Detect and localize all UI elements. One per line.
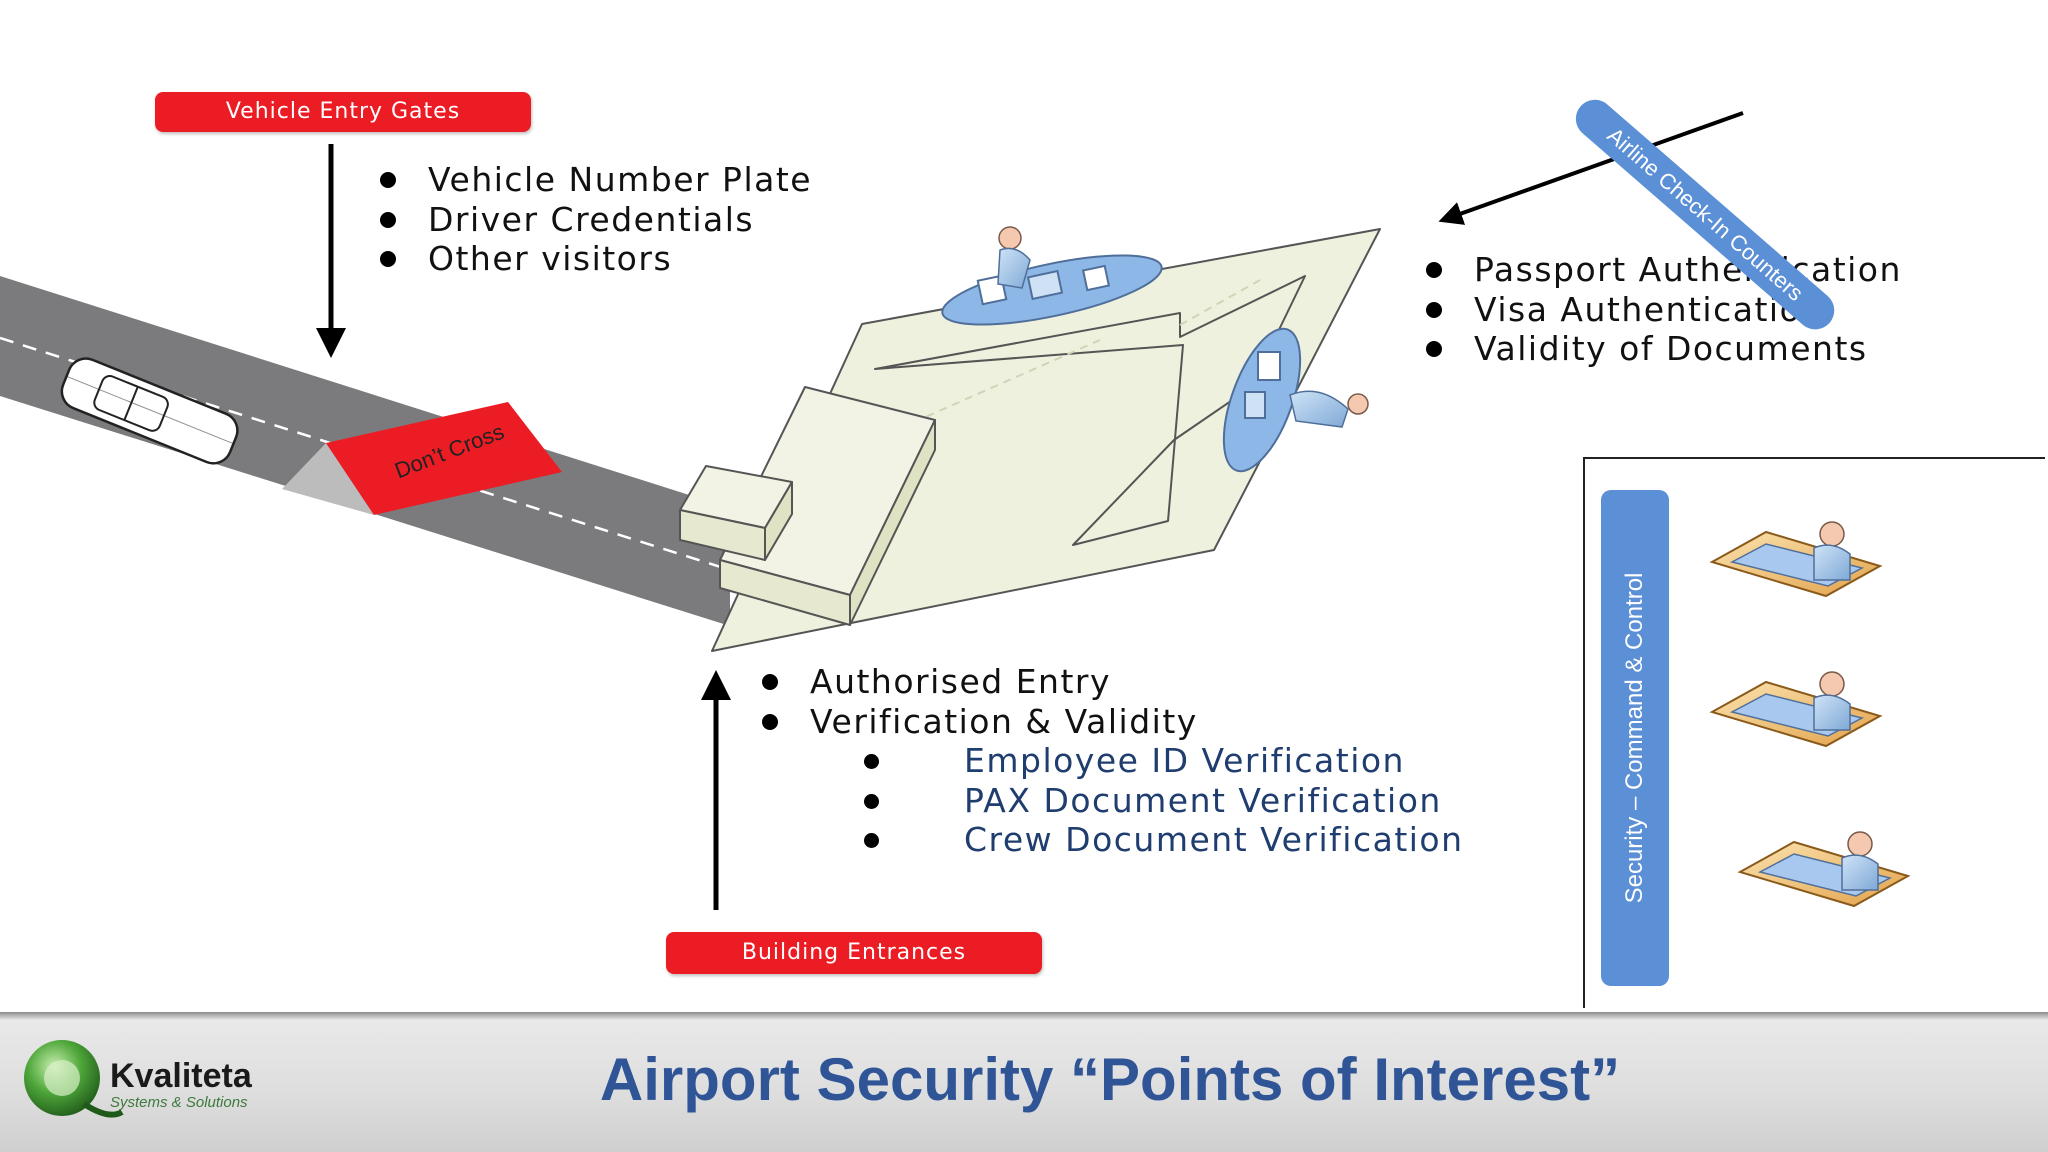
logo-tagline: Systems & Solutions — [110, 1094, 248, 1111]
operator-desk-icon — [1709, 671, 1883, 748]
list-item: Visa Authentication — [1424, 290, 1902, 330]
verification-list: Employee ID Verification PAX Document Ve… — [862, 741, 1464, 860]
list-item: Vehicle Number Plate — [376, 160, 812, 200]
kvaliteta-logo-text: Kvaliteta Systems & Solutions — [110, 1058, 252, 1111]
checkin-counter-icon — [941, 226, 1163, 326]
car-icon — [60, 357, 239, 465]
checkin-checks-list: Passport Authentication Visa Authenticat… — [1424, 250, 1902, 369]
command-control-pill — [1601, 490, 1669, 986]
list-item: Passport Authentication — [1424, 250, 1902, 290]
list-item: Driver Credentials — [376, 200, 812, 240]
logo-name: Kvaliteta — [110, 1057, 252, 1095]
footer-banner — [0, 1012, 2048, 1152]
vehicle-checks-list: Vehicle Number Plate Driver Credentials … — [376, 160, 812, 279]
kvaliteta-logo-icon — [24, 1040, 124, 1118]
checkin-counter-icon — [1222, 327, 1369, 473]
command-control-bracket — [1583, 457, 2045, 1008]
building-entrances-label: Building Entrances — [666, 932, 1042, 974]
terminal-building — [679, 228, 1381, 652]
list-item: Other visitors — [376, 239, 812, 279]
operator-desk-icon — [1737, 831, 1911, 908]
entrance-checks-list: Authorised Entry Verification & Validity — [760, 662, 1198, 741]
command-control-label: Security – Command & Control — [1621, 572, 1648, 904]
arrow-checkin — [1438, 111, 1744, 225]
dont-cross-barrier — [282, 402, 562, 515]
list-item: Employee ID Verification — [862, 741, 1464, 781]
list-item: Verification & Validity — [760, 702, 1198, 742]
operator-desk-icon — [1709, 521, 1883, 598]
vehicle-gates-text: Vehicle Entry Gates — [225, 99, 461, 124]
page-title: Airport Security “Points of Interest” — [599, 1046, 1621, 1113]
building-entrances-text: Building Entrances — [741, 940, 967, 965]
list-item: Crew Document Verification — [862, 820, 1464, 860]
vehicle-gates-label: Vehicle Entry Gates — [155, 92, 531, 132]
list-item: PAX Document Verification — [862, 781, 1464, 821]
list-item: Validity of Documents — [1424, 329, 1902, 369]
list-item: Authorised Entry — [760, 662, 1198, 702]
